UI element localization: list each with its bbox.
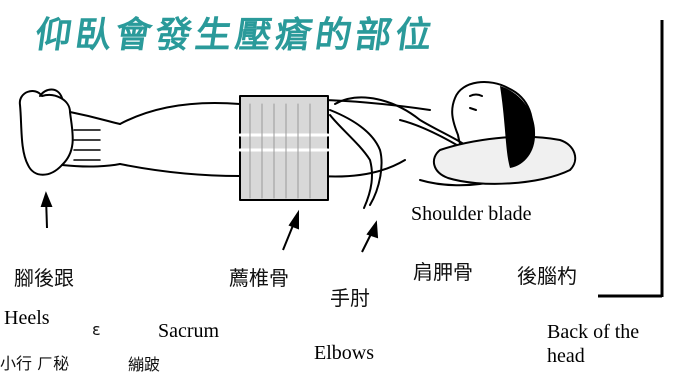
label-en-back-of-head-line2: head [547,345,585,368]
label-fragment-left: 小行 ㄏ秘 [0,350,69,374]
label-cn-shoulder-blade: 肩胛骨 [413,256,473,285]
label-en-elbows: Elbows [314,342,374,365]
label-fragment-mid: 繃跛 [128,351,160,375]
label-cn-back-of-head: 後腦杓 [517,260,577,289]
label-fragment-tiny: ɛ [92,320,101,339]
label-en-back-of-head-line1: Back of the [547,321,639,344]
label-cn-elbows: 手肘 [330,282,370,311]
label-en-heels: Heels [4,307,50,330]
label-en-shoulder-blade: Shoulder blade [411,203,532,226]
reclining-figure [20,82,575,208]
label-en-sacrum: Sacrum [158,320,219,343]
label-cn-heels: 腳後跟 [14,262,74,291]
label-cn-sacrum: 薦椎骨 [229,262,289,291]
pointer-arrows [42,194,377,252]
